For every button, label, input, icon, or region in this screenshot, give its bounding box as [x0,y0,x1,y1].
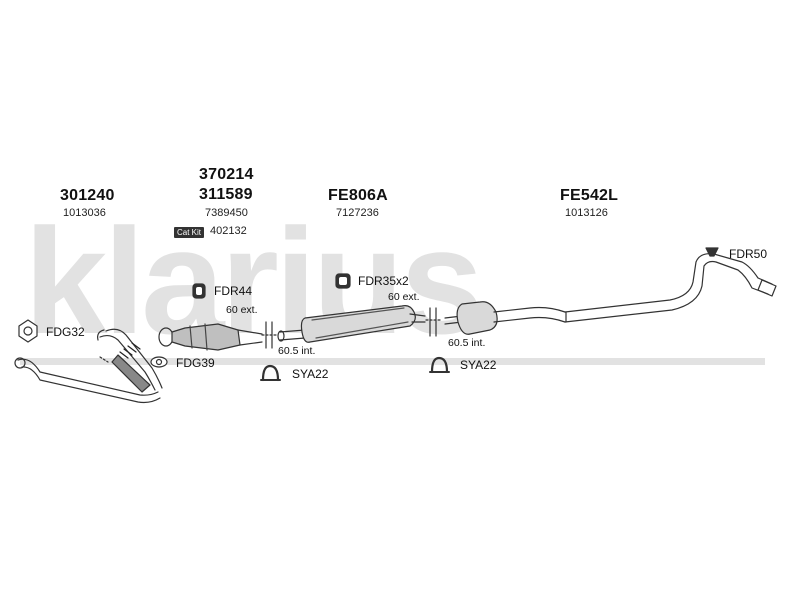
connection-note-60-5-int-left: 60.5 int. [278,345,316,357]
part-reference-7389450: 7389450 [205,207,248,219]
hanger-icon-fdr50 [705,247,719,257]
catalytic-converter [158,323,263,351]
cat-kit-badge: Cat Kit [174,227,205,238]
accessory-label-fdg32: FDG32 [46,325,85,339]
gasket-icon-fdg32 [18,319,38,343]
cat-kit-code: 402132 [210,225,247,237]
part-number-fe542l: FE542L [560,187,619,204]
center-silencer-fe806a [277,305,426,343]
clamp-icon-sya22-b [429,356,450,374]
connection-note-60-ext-right: 60 ext. [388,291,420,303]
connection-note-60-ext-left: 60 ext. [226,304,258,316]
rear-silencer-fe542l [444,253,777,335]
watermark-underline [20,358,765,365]
part-reference-1013036: 1013036 [63,207,106,219]
part-number-fe806a: FE806A [328,187,388,204]
accessory-label-fdg39: FDG39 [176,356,215,370]
part-number-301240: 301240 [60,187,115,204]
gasket-icon-fdg39 [150,356,168,368]
accessory-label-fdr35x2: FDR35x2 [358,274,409,288]
hanger-icon-fdr44 [192,283,206,299]
part-reference-7127236: 7127236 [336,207,379,219]
clamp-marker-right [425,307,443,337]
accessory-label-fdr44: FDR44 [214,284,253,298]
accessory-label-sya22-a: SYA22 [292,367,329,381]
connection-note-60-5-int-right: 60.5 int. [448,337,486,349]
part-number-311589: 311589 [199,186,253,203]
accessory-label-fdr50: FDR50 [729,247,768,261]
clamp-icon-sya22-a [260,364,281,382]
clamp-marker-left [261,321,279,349]
hanger-icon-fdr35 [335,273,351,289]
part-reference-1013126: 1013126 [565,207,608,219]
accessory-label-sya22-b: SYA22 [460,358,497,372]
front-pipe-301240 [14,328,163,404]
part-number-370214: 370214 [199,166,254,183]
